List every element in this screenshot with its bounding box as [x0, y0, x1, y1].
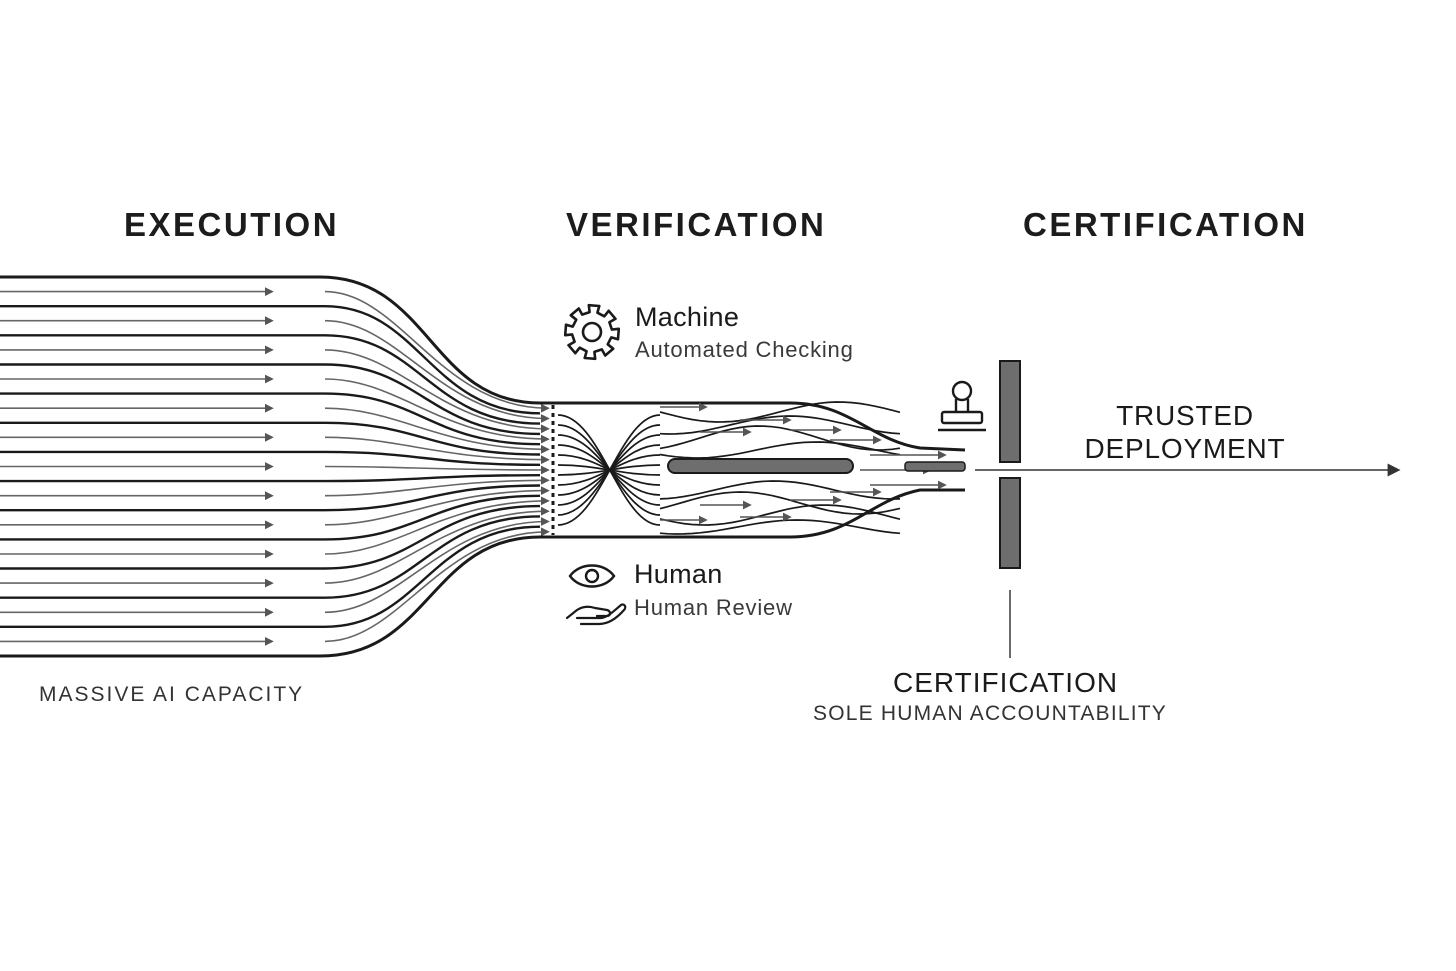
weave-crossing-strand — [557, 414, 661, 526]
weave-wavy-strand — [659, 401, 901, 423]
phase-execution: EXECUTION — [124, 206, 340, 243]
deployment-line-2: DEPLOYMENT — [1084, 433, 1286, 464]
gear-hub — [581, 321, 603, 343]
icons — [563, 303, 986, 626]
execution-channels — [0, 305, 541, 628]
execution-arrows — [0, 287, 550, 646]
converging-arrow — [324, 319, 550, 423]
channel-divider — [0, 363, 541, 436]
funnel-top-wall — [0, 275, 966, 452]
converging-arrow — [324, 465, 550, 475]
hand-outline — [565, 603, 627, 626]
stamp-neck — [954, 399, 970, 412]
weave-wavy-strand — [659, 441, 901, 459]
hand-icon — [565, 603, 627, 626]
converging-arrow — [324, 496, 550, 555]
verification-core-bar — [667, 458, 854, 474]
eye-pupil — [584, 568, 600, 584]
certification-title: CERTIFICATION — [893, 667, 1119, 698]
channel-divider — [0, 450, 541, 466]
channel-divider — [0, 334, 541, 425]
weave-wavy-strand — [659, 425, 901, 451]
channel-divider — [0, 515, 541, 599]
weave-wavy-strand — [659, 519, 901, 535]
converging-arrow — [324, 486, 550, 526]
human-subtitle: Human Review — [634, 595, 793, 620]
channel-divider — [0, 392, 541, 446]
verification-weave — [557, 401, 966, 535]
converging-arrow — [324, 517, 550, 614]
cert-gate-upper-post — [999, 360, 1021, 463]
phase-certification: CERTIFICATION — [1023, 206, 1308, 243]
funnel-outline — [0, 275, 966, 658]
certification-gate — [975, 360, 1401, 658]
gear-outline — [563, 303, 621, 361]
stamp-icon — [938, 380, 986, 432]
deployment-line-1: TRUSTED — [1116, 400, 1254, 431]
converging-arrow — [324, 407, 550, 454]
human-title: Human — [634, 559, 723, 589]
weave-wavy-strand — [659, 480, 901, 500]
channel-divider — [0, 474, 541, 483]
channel-divider — [0, 421, 541, 456]
converging-arrow — [324, 290, 550, 413]
channel-divider — [0, 305, 541, 415]
converging-arrow — [324, 436, 550, 465]
stamp-handle — [951, 380, 973, 402]
channel-divider — [0, 494, 541, 541]
converging-arrow — [324, 506, 550, 584]
converging-arrow — [324, 527, 550, 643]
channel-divider — [0, 525, 541, 628]
channel-divider — [0, 504, 541, 570]
machine-title: Machine — [635, 302, 740, 332]
execution-caption: MASSIVE AI CAPACITY — [39, 683, 305, 706]
output-pipe — [904, 461, 966, 472]
cert-gate-lower-post — [999, 477, 1021, 569]
converging-arrow — [324, 475, 550, 497]
gear-icon — [563, 303, 621, 361]
trusted-deployment-label: TRUSTED DEPLOYMENT — [1060, 399, 1310, 465]
weave-wavy-strand — [659, 504, 901, 526]
weave-wavy-strand — [659, 491, 901, 515]
funnel-bottom-wall — [0, 488, 965, 658]
eye-outline — [568, 564, 616, 588]
channel-divider — [0, 484, 541, 512]
certification-subtitle: SOLE HUMAN ACCOUNTABILITY — [813, 702, 1168, 725]
machine-subtitle: Automated Checking — [635, 337, 854, 362]
converging-arrow — [324, 378, 550, 444]
stamp-base — [940, 410, 984, 425]
eye-icon — [568, 564, 616, 588]
converging-arrow — [324, 349, 550, 434]
phase-verification: VERIFICATION — [566, 206, 827, 243]
